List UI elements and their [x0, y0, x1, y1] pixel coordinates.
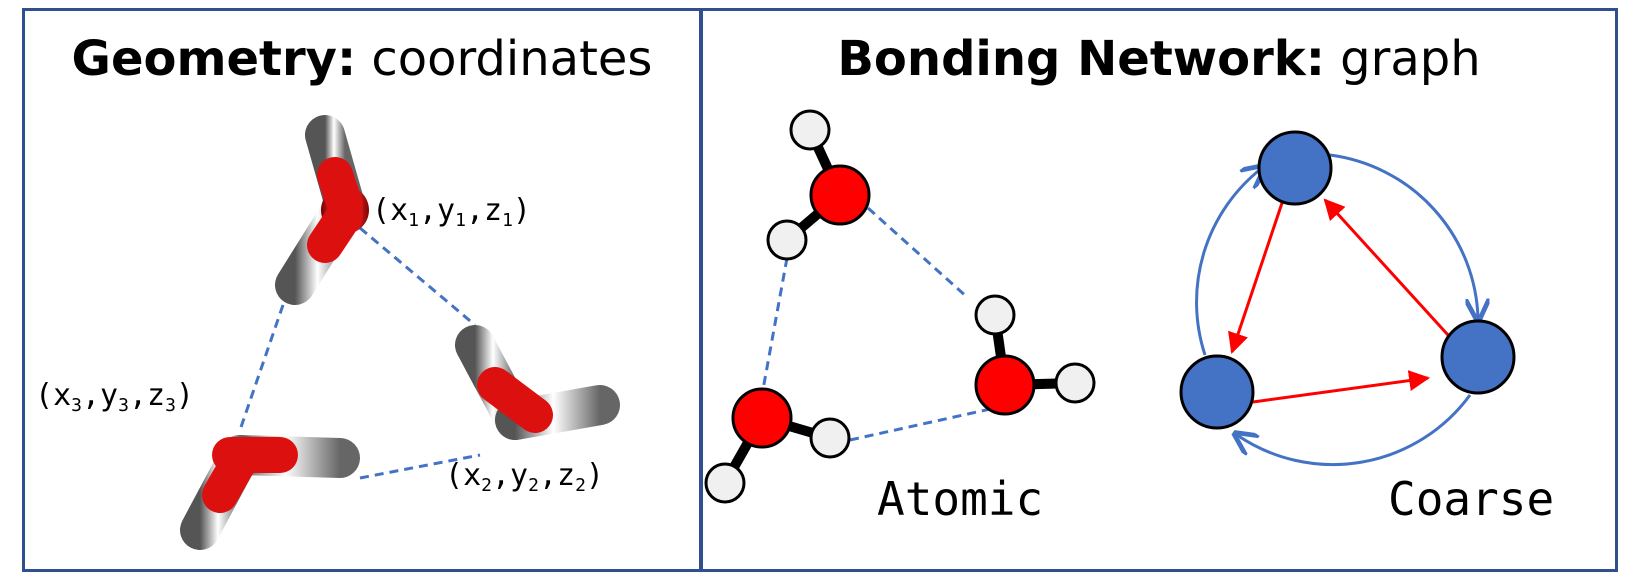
geometry-hbonds — [238, 226, 481, 480]
bonding-title-rest: graph — [1324, 31, 1481, 87]
oxygen-atom — [974, 354, 1036, 416]
coarse-node — [1257, 130, 1333, 206]
coarse-graph — [1179, 130, 1516, 467]
water-molecule-2 — [455, 325, 620, 440]
hbond-line — [359, 453, 481, 480]
hbond-line — [238, 304, 285, 431]
geometry-title-bold: Geometry: — [71, 31, 357, 87]
coarse-blue-arc — [1195, 168, 1262, 356]
atomic-hbonds — [760, 206, 996, 442]
atomic-label: Atomic — [877, 472, 1043, 526]
water-molecule-1 — [275, 115, 369, 305]
hbond-line — [760, 257, 789, 396]
hydrogen-atom — [766, 219, 808, 261]
oxygen-segment — [307, 197, 363, 263]
geometry-title: Geometry: coordinates — [25, 31, 699, 87]
coarse-red-arrow — [1252, 370, 1431, 404]
bonding-title: Bonding Network: graph — [703, 31, 1615, 87]
hydrogen-atom — [704, 462, 746, 504]
coarse-red-arrow — [1228, 202, 1284, 354]
oxygen-atom — [731, 387, 793, 449]
coord-label-3: (x3,y3,z3) — [35, 378, 194, 416]
hbond-line — [849, 406, 996, 442]
coord-label-1: (x1,y1,z1) — [372, 193, 531, 231]
coarse-blue-arc — [1329, 153, 1478, 318]
hbond-line — [866, 206, 970, 300]
water-molecule-3 — [180, 435, 360, 550]
hydrogen-atom — [789, 109, 831, 151]
coarse-node — [1179, 354, 1255, 430]
atomic-graph — [704, 109, 1096, 504]
bonding-title-bold: Bonding Network: — [837, 31, 1325, 87]
oxygen-segment — [477, 367, 553, 433]
coarse-red-arrow — [1323, 198, 1450, 337]
hbond-line — [359, 226, 476, 327]
hydrogen-atom — [974, 294, 1016, 336]
hydrogen-atom — [1054, 362, 1096, 404]
coord-label-2: (x2,y2,z2) — [445, 458, 604, 496]
oxygen-atom — [809, 164, 871, 226]
hydrogen-atom — [809, 417, 851, 459]
coarse-node — [1440, 319, 1516, 395]
coarse-label: Coarse — [1388, 472, 1554, 526]
coarse-blue-arc — [1237, 394, 1472, 467]
bonding-network-panel: Bonding Network: graph — [700, 8, 1618, 572]
geometry-title-rest: coordinates — [356, 31, 653, 87]
oxygen-segment — [202, 442, 258, 513]
